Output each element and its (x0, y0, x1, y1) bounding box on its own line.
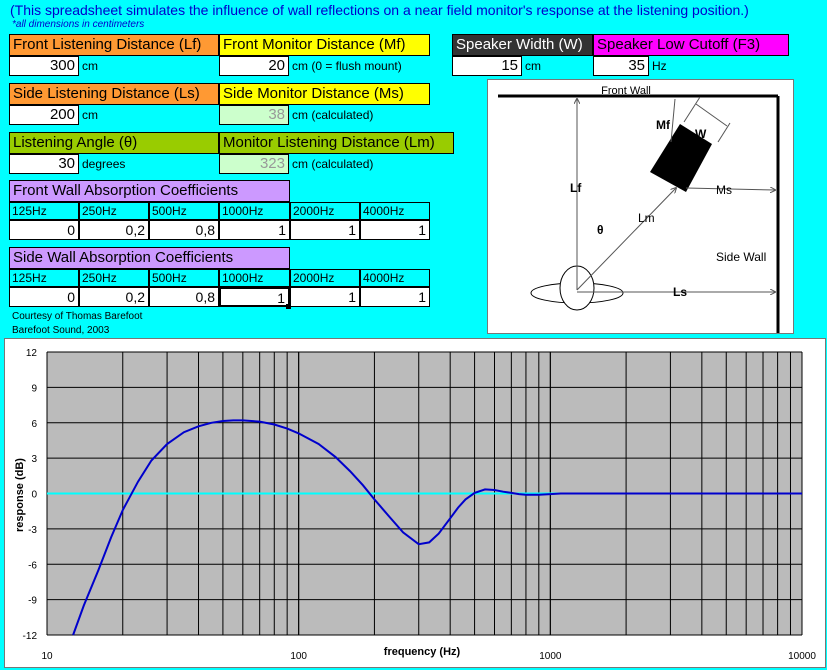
lm-arrow (576, 188, 676, 291)
mf-arrow (670, 98, 676, 143)
y-tick-label: -12 (23, 631, 38, 642)
side-band-2000: 2000Hz (290, 269, 360, 287)
intro-text: (This spreadsheet simulates the influenc… (10, 2, 749, 18)
speaker-cutoff-label: Speaker Low Cutoff (F3) (593, 34, 789, 56)
front-coef-500[interactable]: 0,8 (149, 220, 219, 240)
monitor-listening-unit: cm (calculated) (292, 157, 374, 171)
y-tick-label: 9 (31, 383, 37, 394)
front-listening-unit: cm (82, 59, 98, 73)
w-ext-2 (717, 122, 731, 143)
curve-group (72, 419, 802, 636)
speaker-width-input[interactable]: 15 (452, 56, 522, 76)
front-coef-4000[interactable]: 1 (360, 220, 430, 240)
y-tick-label: -6 (28, 560, 37, 571)
ls-text: Ls (673, 285, 687, 299)
theta-text: θ (597, 223, 604, 237)
y-tick-label: -3 (28, 525, 37, 536)
side-listening-unit: cm (82, 108, 98, 122)
side-coef-4000[interactable]: 1 (360, 287, 430, 307)
side-band-250: 250Hz (79, 269, 149, 287)
units-note: *all dimensions in centimeters (12, 19, 145, 30)
y-axis-label: response (dB) (14, 458, 26, 532)
side-listening-label: Side Listening Distance (Ls) (9, 83, 219, 105)
speaker-cutoff-unit: Hz (652, 59, 667, 73)
side-coef-2000[interactable]: 1 (290, 287, 360, 307)
front-coef-2000[interactable]: 1 (290, 220, 360, 240)
side-band-4000: 4000Hz (360, 269, 430, 287)
side-coef-500[interactable]: 0,8 (149, 287, 219, 307)
x-tick-label: 1000 (539, 651, 562, 662)
listening-angle-unit: degrees (82, 157, 126, 171)
front-wall-title: Front Wall Absorption Coefficients (9, 180, 290, 202)
x-tick-labels: 10 100 1000 10000 (41, 651, 816, 662)
front-band-500: 500Hz (149, 202, 219, 220)
listening-angle-input[interactable]: 30 (9, 154, 79, 174)
credit-line-1: Courtesy of Thomas Barefoot (12, 311, 143, 322)
y-tick-label: 3 (31, 454, 37, 465)
front-coef-250[interactable]: 0,2 (79, 220, 149, 240)
y-tick-label: 12 (26, 348, 38, 359)
y-tick-labels: 12 9 6 3 0 -3 -6 -9 -12 (23, 348, 38, 642)
front-band-1000: 1000Hz (219, 202, 290, 220)
side-monitor-label: Side Monitor Distance (Ms) (219, 83, 430, 105)
front-listening-input[interactable]: 300 (9, 56, 79, 76)
front-coef-1000[interactable]: 1 (219, 220, 290, 240)
side-coef-1000[interactable]: 1 (219, 287, 290, 307)
speaker-cutoff-input[interactable]: 35 (593, 56, 649, 76)
response-curve (72, 419, 802, 636)
side-coef-125[interactable]: 0 (9, 287, 79, 307)
lm-text: Lm (638, 211, 655, 225)
w-ext-1 (683, 96, 701, 123)
horizontal-gridlines (47, 351, 802, 636)
ms-arrow (685, 188, 775, 190)
x-tick-label: 10000 (788, 651, 816, 662)
front-band-125: 125Hz (9, 202, 79, 220)
x-axis-label: frequency (Hz) (384, 646, 461, 658)
listening-angle-label: Listening Angle (θ) (9, 132, 219, 154)
front-band-2000: 2000Hz (290, 202, 360, 220)
side-band-125: 125Hz (9, 269, 79, 287)
x-tick-label: 100 (290, 651, 307, 662)
mf-text: Mf (656, 118, 671, 132)
y-tick-label: -9 (28, 596, 37, 607)
w-text: W (695, 127, 707, 141)
side-listening-input[interactable]: 200 (9, 105, 79, 125)
front-monitor-unit: cm (0 = flush mount) (292, 59, 402, 73)
side-band-500: 500Hz (149, 269, 219, 287)
credit-line-2: Barefoot Sound, 2003 (12, 325, 110, 336)
side-coef-250[interactable]: 0,2 (79, 287, 149, 307)
y-tick-label: 0 (31, 490, 37, 501)
lf-text: Lf (570, 181, 582, 195)
side-wall-text: Side Wall (716, 250, 766, 264)
response-chart: 12 9 6 3 0 -3 -6 -9 -12 10 100 1000 10000 frequency… (4, 338, 826, 668)
fill-handle[interactable] (286, 304, 291, 309)
front-band-4000: 4000Hz (360, 202, 430, 220)
chart-svg: 12 9 6 3 0 -3 -6 -9 -12 10 100 1000 10000 frequency… (14, 348, 816, 662)
front-wall-text: Front Wall (601, 85, 651, 97)
front-coef-125[interactable]: 0 (9, 220, 79, 240)
side-wall-title: Side Wall Absorption Coefficients (9, 247, 290, 269)
side-band-1000: 1000Hz (219, 269, 290, 287)
x-tick-label: 10 (41, 651, 53, 662)
ms-text: Ms (716, 183, 732, 197)
w-arrow (695, 103, 728, 127)
front-monitor-label: Front Monitor Distance (Mf) (219, 34, 430, 56)
side-monitor-unit: cm (calculated) (292, 108, 374, 122)
speaker-width-unit: cm (525, 59, 541, 73)
side-monitor-value: 38 (219, 105, 289, 125)
monitor-listening-label: Monitor Listening Distance (Lm) (219, 132, 454, 154)
front-listening-label: Front Listening Distance (Lf) (9, 34, 219, 56)
speaker-width-label: Speaker Width (W) (452, 34, 593, 56)
speaker-shape (650, 124, 712, 192)
monitor-listening-value: 323 (219, 154, 289, 174)
front-band-250: 250Hz (79, 202, 149, 220)
room-diagram: Front Wall Side Wall Lf Lm θ Ls Ms Mf W (487, 79, 794, 334)
front-monitor-input[interactable]: 20 (219, 56, 289, 76)
y-tick-label: 6 (31, 419, 37, 430)
